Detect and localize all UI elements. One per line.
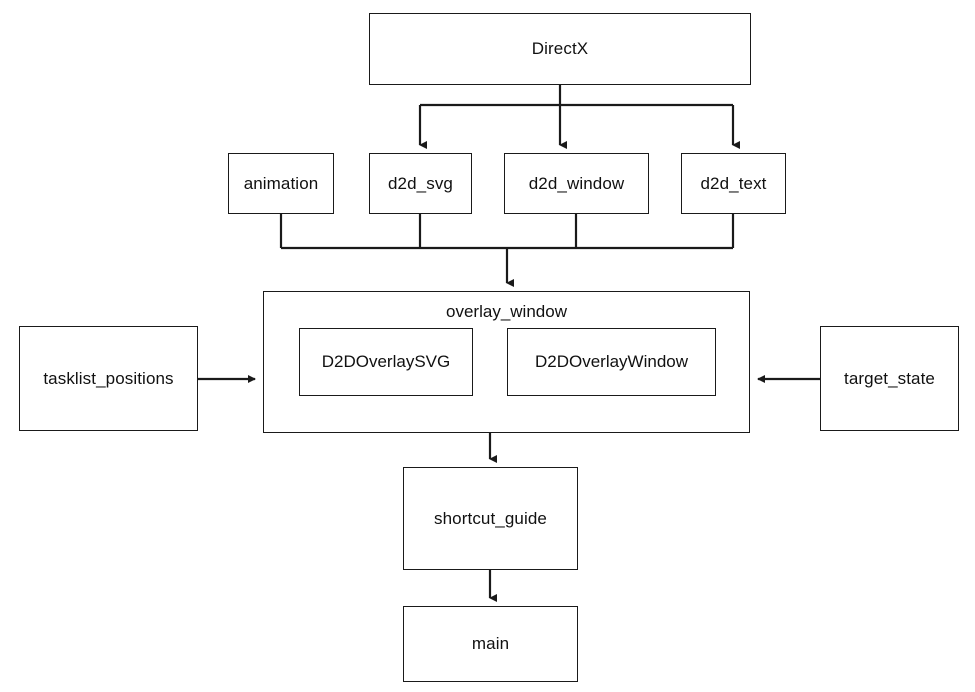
node-d2d-svg[interactable]: d2d_svg: [369, 153, 472, 214]
node-d2doverlaysvg[interactable]: D2DOverlaySVG: [299, 328, 473, 396]
node-shortcut-guide[interactable]: shortcut_guide: [403, 467, 578, 570]
group-overlay-window-title: overlay_window: [446, 302, 567, 321]
node-animation[interactable]: animation: [228, 153, 334, 214]
node-tasklist-positions[interactable]: tasklist_positions: [19, 326, 198, 431]
node-d2d-text-label: d2d_text: [700, 173, 767, 193]
node-main[interactable]: main: [403, 606, 578, 682]
node-shortcut-guide-label: shortcut_guide: [434, 508, 547, 528]
node-directx[interactable]: DirectX: [369, 13, 751, 85]
node-d2doverlaysvg-label: D2DOverlaySVG: [321, 352, 451, 371]
node-directx-label: DirectX: [531, 39, 589, 59]
node-d2d-text[interactable]: d2d_text: [681, 153, 786, 214]
node-d2d-svg-label: d2d_svg: [388, 173, 453, 193]
node-main-label: main: [471, 634, 510, 654]
node-d2d-window[interactable]: d2d_window: [504, 153, 649, 214]
node-target-state-label: target_state: [844, 368, 935, 388]
node-d2doverlaywindow-label: D2DOverlayWindow: [534, 352, 689, 371]
node-tasklist-positions-label: tasklist_positions: [43, 368, 174, 388]
node-target-state[interactable]: target_state: [820, 326, 959, 431]
node-d2doverlaywindow[interactable]: D2DOverlayWindow: [507, 328, 716, 396]
node-animation-label: animation: [243, 173, 319, 193]
node-d2d-window-label: d2d_window: [528, 173, 625, 193]
